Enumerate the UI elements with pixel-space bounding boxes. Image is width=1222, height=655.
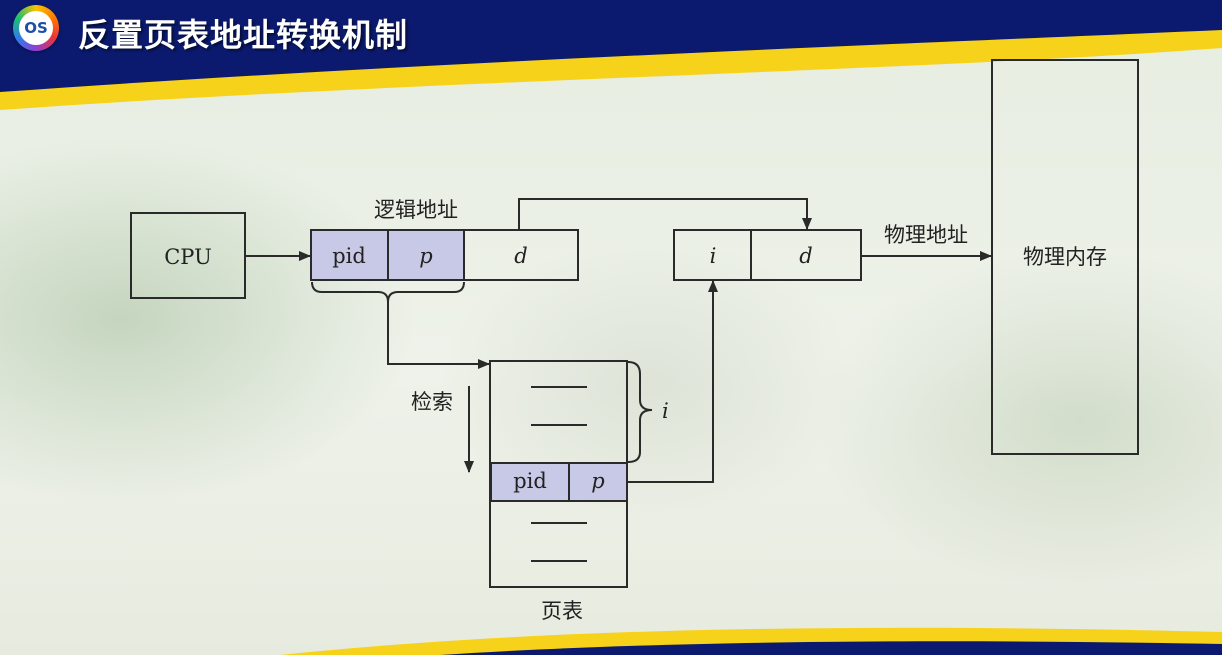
logical-address-label: 逻辑地址 — [374, 198, 458, 222]
slide-title: 反置页表地址转换机制 — [78, 16, 409, 54]
footer-navy-band — [440, 641, 1222, 655]
physical-memory-label: 物理内存 — [1023, 245, 1107, 269]
logical-d-text: d — [514, 244, 527, 268]
logical-p-text: p — [419, 244, 432, 268]
brace-to-pagetable-arrow — [387, 302, 490, 369]
logical-p-field — [387, 229, 465, 281]
pid-p-brace — [311, 281, 465, 303]
os-logo-text: OS — [19, 11, 53, 45]
search-label: 检索 — [411, 390, 453, 414]
physical-address-label: 物理地址 — [884, 223, 968, 247]
cpu-label: CPU — [164, 245, 212, 269]
physical-memory-box — [991, 59, 1139, 455]
page-table-label: 页表 — [541, 599, 583, 623]
page-table-pid-text: pid — [513, 469, 547, 493]
logical-d-field — [463, 229, 579, 281]
d-carry-arrow — [518, 198, 812, 230]
os-logo: OS — [13, 5, 59, 51]
header-navy-band — [0, 0, 1222, 92]
physical-i-text: i — [710, 244, 717, 268]
page-table-pid-field — [490, 462, 570, 502]
index-brace-label: i — [662, 399, 669, 423]
logical-pid-text: pid — [332, 244, 366, 268]
physical-d-text: d — [799, 244, 812, 268]
entry-to-frame-arrow — [627, 280, 718, 483]
page-table-p-text: p — [591, 469, 604, 493]
index-brace — [627, 361, 653, 463]
